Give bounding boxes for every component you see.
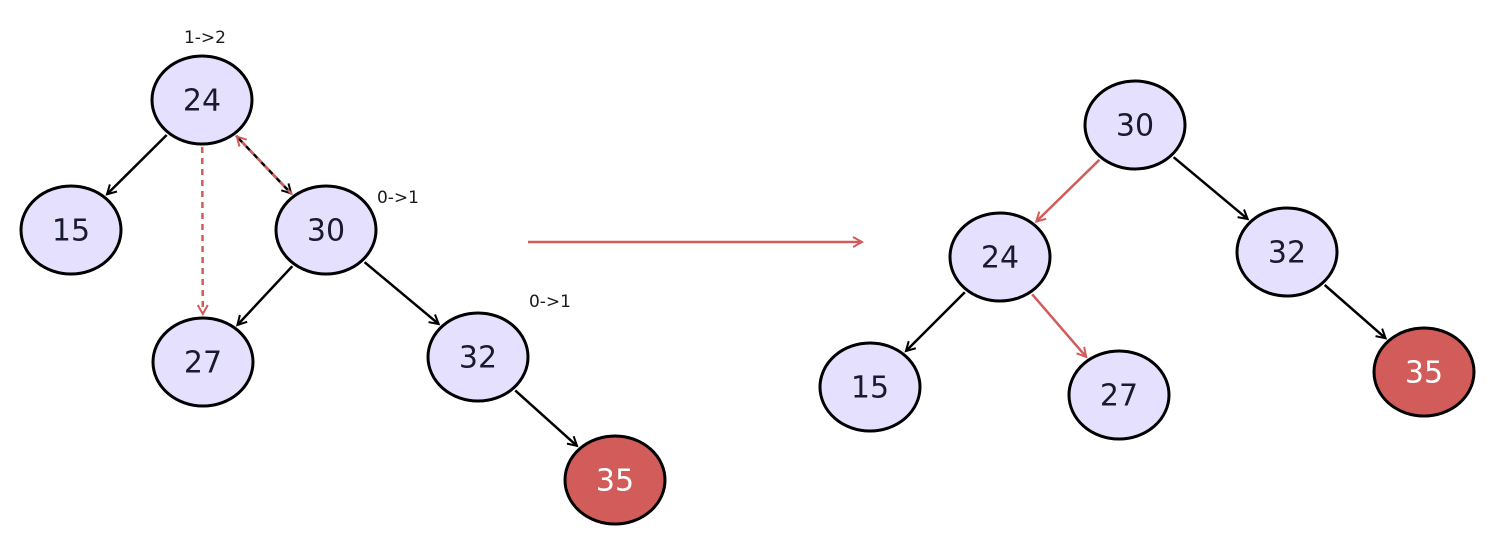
balance-annotation-32: 0->1 [529,292,571,312]
after-node-24-label: 24 [981,241,1019,276]
after-node-30-circle [1083,79,1187,171]
before-node-35: 35 [563,434,667,526]
before-edge-30-32 [363,261,439,324]
before-node-32-label: 32 [459,341,497,376]
before-tree-balance-annotations: 1->2 0->1 0->1 [184,28,571,312]
after-tree-nodes: 30 24 32 15 27 35 [818,79,1476,441]
before-edge-30-27 [237,265,294,325]
after-node-27: 27 [1067,349,1171,441]
before-tree-rotation-hints [202,137,293,314]
before-node-32: 32 [426,311,530,403]
after-node-32-label: 32 [1268,236,1306,271]
before-node-27-circle [151,316,255,408]
before-node-30: 30 [274,184,378,276]
after-edge-24-15 [906,291,966,351]
before-node-35-label: 35 [596,464,634,499]
after-node-30-label: 30 [1116,109,1154,144]
after-tree-edges [906,156,1386,357]
after-node-27-circle [1067,349,1171,441]
after-node-35: 35 [1372,326,1476,418]
after-node-35-label: 35 [1405,356,1443,391]
balance-annotation-30: 0->1 [377,188,419,208]
before-node-24: 24 [150,54,254,146]
before-node-15: 15 [19,184,123,276]
rotation-hint-30-24 [237,137,293,195]
before-node-30-label: 30 [307,214,345,249]
after-node-15-circle [818,341,922,433]
after-edge-30-24 [1036,158,1101,222]
after-node-15: 15 [818,341,922,433]
before-node-15-label: 15 [52,214,90,249]
after-node-35-circle [1372,326,1476,418]
before-node-15-circle [19,184,123,276]
balance-annotation-24: 1->2 [184,28,226,48]
before-node-27: 27 [151,316,255,408]
before-node-27-label: 27 [184,346,222,381]
before-tree: 24 15 30 27 32 35 1->2 0->1 0->1 [19,28,667,526]
before-node-24-label: 24 [183,84,221,119]
after-tree: 30 24 32 15 27 35 [818,79,1476,441]
before-edge-24-15 [107,134,168,194]
after-edge-30-32 [1172,156,1248,219]
after-node-30: 30 [1083,79,1187,171]
before-node-24-circle [150,54,254,146]
after-node-24-circle [948,211,1052,303]
after-node-24: 24 [948,211,1052,303]
after-edge-32-35 [1323,284,1386,338]
before-tree-nodes: 24 15 30 27 32 35 [19,54,667,526]
after-node-15-label: 15 [851,371,889,406]
after-node-32-circle [1235,206,1339,298]
rotation-hint-24-27 [202,146,203,314]
before-edge-32-35 [514,389,577,446]
after-node-32: 32 [1235,206,1339,298]
after-node-27-label: 27 [1100,379,1138,414]
after-edge-24-27 [1031,293,1086,357]
before-node-30-circle [274,184,378,276]
before-node-35-circle [563,434,667,526]
before-node-32-circle [426,311,530,403]
